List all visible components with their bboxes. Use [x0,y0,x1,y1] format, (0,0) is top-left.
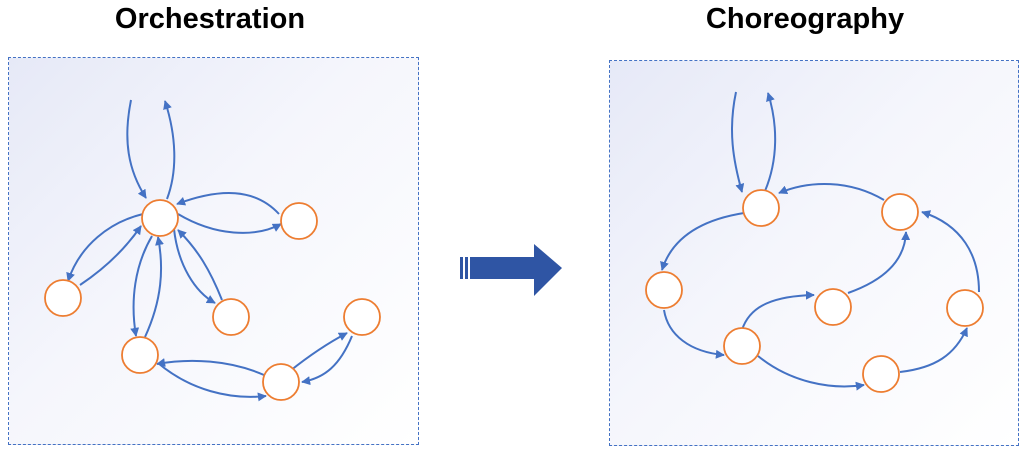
edge-center-to-topright [847,231,911,294]
choreography-nodes [645,189,984,393]
edge-right-to-topright [921,210,980,293]
service-node [814,288,852,326]
edge-right-to-hub [176,192,280,215]
orchestration-title: Orchestration [114,3,306,35]
edge-incoming [730,91,745,193]
orchestration-nodes [44,199,381,401]
service-node [881,193,919,231]
edge-mid-to-hub [177,229,223,301]
service-node [862,355,900,393]
service-node [723,327,761,365]
choreography-edges [660,91,980,391]
edge-farright-to-bottom [301,335,353,386]
service-node [946,289,984,327]
orchestrator-node [141,199,179,237]
edge-lower-to-bottom [157,362,267,402]
edge-left-to-lower [663,309,725,359]
service-node [262,363,300,401]
service-node [44,279,82,317]
edge-lower-to-hub [144,236,164,338]
edge-left-to-hub [79,225,142,286]
edge-lower-to-center [741,290,815,331]
edge-hub-to-mid [173,228,216,304]
service-node [343,298,381,336]
choreography-panel [609,60,1019,446]
edge-top-to-left [660,212,745,271]
edge-bottom-to-right [899,327,968,373]
service-node [742,189,780,227]
edge-bottom-to-farright [289,332,348,372]
edge-hub-to-left [66,213,144,282]
edge-hub-to-lower [130,235,153,337]
service-node [121,336,159,374]
edge-outgoing [764,92,777,192]
edge-bottom-to-lower [156,358,265,376]
edge-outgoing [163,100,176,200]
service-node [212,298,250,336]
orchestration-panel [8,57,419,445]
transition-arrow [460,244,562,296]
edge-incoming [126,99,147,199]
service-node [280,202,318,240]
choreography-title: Choreography [705,3,905,35]
edge-topright-to-top [778,182,885,201]
orchestration-edges [66,99,353,402]
edge-lower-to-bottom [757,355,865,391]
service-node [645,271,683,309]
edge-hub-to-right [177,213,282,234]
